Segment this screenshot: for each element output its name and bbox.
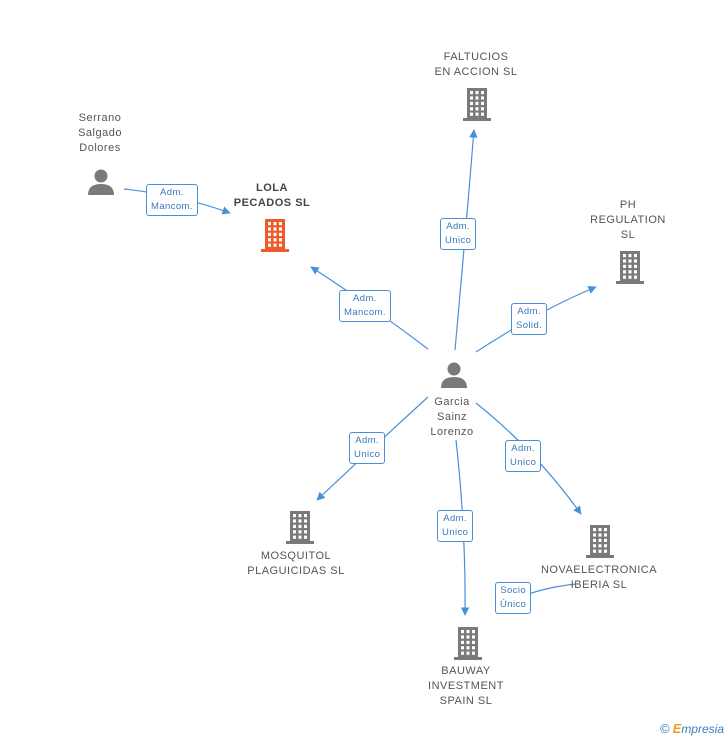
node-label-serrano[interactable]: Serrano Salgado Dolores [60, 111, 140, 156]
building-icon[interactable] [452, 625, 484, 661]
edge-label-line: Socio [500, 585, 527, 596]
edge-label-line: Unico [510, 457, 537, 468]
node-label-lola[interactable]: LOLA PECADOS SL [212, 181, 332, 211]
edge-label-garcia-bauway[interactable]: Adm. Unico [437, 510, 474, 542]
brand-footer: © Empresia [660, 721, 724, 736]
node-label-line: LOLA [256, 182, 288, 194]
building-icon[interactable] [259, 217, 291, 253]
brand-logo[interactable]: Empresia [673, 721, 724, 736]
node-label-mosquitol[interactable]: MOSQUITOL PLAGUICIDAS SL [236, 549, 356, 579]
node-label-line: Sainz [436, 411, 468, 423]
person-icon[interactable] [86, 167, 116, 197]
edge-label-line: Adm. [160, 187, 184, 198]
node-label-line: PLAGUICIDAS SL [247, 565, 345, 577]
building-icon[interactable] [584, 523, 616, 559]
edge-label-line: Adm. [517, 306, 541, 317]
node-label-line: PH [619, 199, 637, 211]
brand-logo-letter: E [672, 721, 682, 736]
node-label-line: BAUWAY [441, 665, 491, 677]
node-label-line: SL [620, 229, 636, 241]
node-label-line: Salgado [78, 127, 122, 139]
node-label-line: FALTUCIOS [443, 51, 509, 63]
node-label-faltucios[interactable]: FALTUCIOS EN ACCION SL [416, 50, 536, 80]
edge-label-garcia-mosquitol[interactable]: Adm. Unico [349, 432, 386, 464]
edge-label-garcia-faltucios[interactable]: Adm. Unico [440, 218, 477, 250]
node-label-line: IBERIA SL [570, 579, 628, 591]
node-label-line: PECADOS SL [233, 197, 311, 209]
edge-label-line: Adm. [511, 443, 536, 454]
node-label-line: Serrano [78, 112, 122, 124]
building-icon[interactable] [284, 509, 316, 545]
edge-label-line: Unico [442, 527, 469, 538]
edge-label-garcia-ph[interactable]: Adm. Solid. [511, 303, 548, 335]
building-icon[interactable] [461, 86, 493, 122]
edge-label-line: Adm. [443, 513, 468, 524]
node-label-line: Lorenzo [430, 426, 474, 438]
node-label-line: EN ACCION SL [434, 66, 518, 78]
node-label-line: Garcia [434, 396, 470, 408]
edge-label-line: Adm. [353, 293, 377, 304]
edge-label-line: Unico [445, 235, 472, 246]
node-label-ph[interactable]: PH REGULATION SL [578, 198, 678, 243]
node-label-line: INVESTMENT [428, 680, 504, 692]
node-label-line: Dolores [79, 142, 121, 154]
copyright-symbol: © [660, 721, 670, 736]
node-label-line: MOSQUITOL [260, 550, 332, 562]
node-label-line: REGULATION [590, 214, 666, 226]
node-label-line: NOVAELECTRONICA [540, 564, 658, 576]
edge-label-line: Mancom. [344, 307, 386, 318]
edge-label-line: Adm. [355, 435, 380, 446]
edge-label-serrano-lola[interactable]: Adm. Mancom. [146, 184, 198, 216]
node-label-bauway[interactable]: BAUWAY INVESTMENT SPAIN SL [416, 664, 516, 709]
node-label-garcia[interactable]: Garcia Sainz Lorenzo [412, 395, 492, 440]
edge-label-line: Adm. [446, 221, 471, 232]
edge-label-garcia-lola[interactable]: Adm. Mancom. [339, 290, 391, 322]
node-label-novaelectronica[interactable]: NOVAELECTRONICA IBERIA SL [532, 563, 666, 593]
building-icon[interactable] [614, 249, 646, 285]
edge-label-line: Mancom. [151, 201, 193, 212]
edge-label-line: Unico [354, 449, 381, 460]
edge-label-nova-bauway[interactable]: Socio Único [495, 582, 532, 614]
edge-label-garcia-nova[interactable]: Adm. Unico [505, 440, 542, 472]
edge-label-line: Único [500, 599, 527, 610]
edge-label-line: Solid. [516, 320, 543, 331]
person-icon[interactable] [439, 360, 469, 390]
brand-logo-text: mpresia [681, 722, 724, 736]
node-label-line: SPAIN SL [439, 695, 493, 707]
